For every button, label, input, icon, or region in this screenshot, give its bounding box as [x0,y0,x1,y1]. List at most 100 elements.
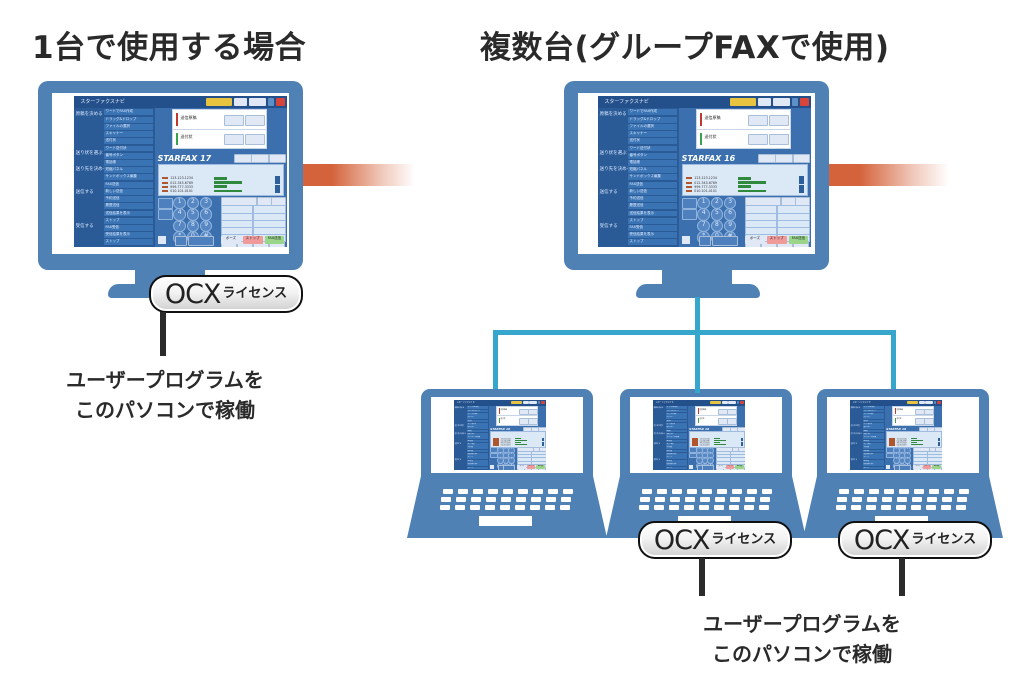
recent-number[interactable]: 123-123-1234 [691,437,710,440]
sidebar-item[interactable]: ストップ [103,239,154,247]
action-button-stop[interactable]: ストップ [766,235,787,245]
toolbar-button[interactable] [730,98,756,106]
reset-button[interactable] [503,464,516,470]
sidebar-item[interactable]: サンドボックス編集 [103,174,154,182]
sidebar-item[interactable]: 電話帳 [103,160,154,167]
sidebar-item[interactable]: ストップ [665,466,688,470]
action-button-fax-send[interactable]: FAX送信 [788,235,809,245]
sidebar-item[interactable]: 送信結果を表示 [862,453,885,457]
tone-button[interactable] [157,198,173,209]
sidebar-item[interactable]: ストップ [862,456,885,461]
pause-key[interactable] [681,209,697,220]
header-button[interactable] [758,153,777,163]
document-card[interactable]: 送付状 [172,128,267,149]
keypad-key[interactable]: 3 [199,196,213,210]
keypad-key[interactable]: 1 [173,196,186,210]
toolbar-button[interactable] [523,401,529,405]
header-button[interactable] [268,153,287,163]
sidebar-item[interactable]: 短縮パネル [862,433,885,437]
sidebar-item[interactable]: 履歴送信 [103,203,154,211]
sidebar-item[interactable]: ドラッグ&ドロップ [665,409,688,414]
sidebar-item[interactable]: 番号ボタン [627,152,678,160]
tone-button[interactable] [681,198,697,209]
close-button[interactable] [800,98,809,106]
sidebar-item[interactable]: 予約送信 [466,446,489,451]
action-button-fax-send[interactable]: FAX送信 [932,465,941,470]
sidebar-item[interactable]: 送信結果を表示 [466,453,489,457]
sidebar-item[interactable]: ワードでFAX作成 [103,109,154,117]
sidebar-item[interactable]: 履歴送信 [466,449,489,454]
sidebar-item[interactable]: 送信結果を表示 [665,453,688,457]
document-remove-button[interactable] [528,418,539,425]
sidebar-item[interactable]: 予約送信 [862,446,885,451]
recent-number[interactable]: 123-123-1234 [162,176,193,180]
keypad-key[interactable]: 6 [723,208,737,221]
header-button[interactable] [775,153,794,163]
minimize-button[interactable] [537,401,541,405]
sidebar-item[interactable]: 送付状 [862,419,885,424]
sidebar-item[interactable]: 受信結果を表示 [665,463,688,467]
sidebar-item[interactable]: サンドボックス編集 [466,436,489,441]
sidebar-item[interactable]: 電話帳 [862,429,885,434]
action-button-pause[interactable]: ポーズ [716,465,726,470]
sidebar-item[interactable]: ストップ [103,217,154,225]
close-button[interactable] [740,401,745,405]
action-button-pause[interactable]: ポーズ [517,465,527,470]
toolbar-button[interactable] [710,401,722,405]
sidebar-item[interactable]: ワードでFAX作成 [862,406,885,410]
pause-key[interactable] [886,452,894,459]
header-button[interactable] [251,153,270,163]
document-card[interactable]: 送付状 [696,128,791,149]
sidebar-item[interactable]: ファイルの選択 [862,412,885,417]
document-remove-button[interactable] [924,418,935,425]
document-remove-button[interactable] [727,418,738,425]
sidebar-item[interactable]: サンドボックス編集 [665,436,688,441]
recent-number[interactable]: 123-123-1234 [888,437,907,440]
sidebar-item[interactable]: 短縮パネル [466,433,489,437]
sidebar-item[interactable]: 履歴送信 [627,203,678,211]
sidebar-item[interactable]: サンドボックス編集 [627,174,678,182]
recent-number[interactable]: 012-345-6789 [162,181,193,185]
document-action-button[interactable] [223,114,245,126]
keypad-key[interactable]: 5 [710,208,724,221]
sidebar-item[interactable]: ストップ [627,239,678,247]
scroll-up-button[interactable] [937,437,940,442]
recent-number[interactable]: 012-345-6789 [888,439,907,442]
scroll-up-button[interactable] [799,176,805,184]
sidebar-item[interactable]: FAX受信 [103,225,154,232]
action-button-stop[interactable]: ストップ [242,235,263,245]
toolbar-button[interactable] [772,98,790,106]
sidebar-item[interactable]: ドラッグ&ドロップ [103,116,154,124]
scroll-up-button[interactable] [541,437,544,442]
toolbar-button[interactable] [722,401,728,405]
toolbar-button[interactable] [728,401,736,405]
sidebar-item[interactable]: 短縮パネル [103,167,154,175]
document-card[interactable]: 送付状 [695,415,738,426]
sidebar-item[interactable]: ワードでFAX作成 [627,109,678,117]
action-button-fax-send[interactable]: FAX送信 [264,235,285,245]
action-button-pause[interactable]: ポーズ [913,465,923,470]
action-button-fax-send[interactable]: FAX送信 [536,465,545,470]
sidebar-item[interactable]: 番号ボタン [665,426,688,431]
header-button[interactable] [792,153,811,163]
clear-button[interactable] [698,235,712,247]
action-button-fax-send[interactable]: FAX送信 [735,465,744,470]
sidebar-item[interactable]: 短縮パネル [665,433,688,437]
action-button-stop[interactable]: ストップ [922,465,932,470]
sidebar-item[interactable]: ワードでFAX作成 [665,406,688,410]
document-remove-button[interactable] [769,114,789,126]
action-button-pause[interactable]: ポーズ [220,235,241,245]
document-remove-button[interactable] [528,409,539,416]
document-action-button[interactable] [223,134,245,146]
sidebar-item[interactable]: FAX受信 [665,459,688,464]
scroll-down-button[interactable] [541,441,544,446]
sidebar-item[interactable]: FAX送信 [103,181,154,189]
sidebar-item[interactable]: 送付状 [665,419,688,424]
sidebar-item[interactable]: 履歴送信 [665,449,688,454]
toolbar-button[interactable] [925,401,933,405]
pause-key[interactable] [490,452,498,459]
settings-icon[interactable] [681,235,690,245]
sidebar-item[interactable]: スキャナー [103,131,154,138]
document-remove-button[interactable] [769,134,789,146]
sidebar-item[interactable]: ファイルの選択 [103,123,154,131]
